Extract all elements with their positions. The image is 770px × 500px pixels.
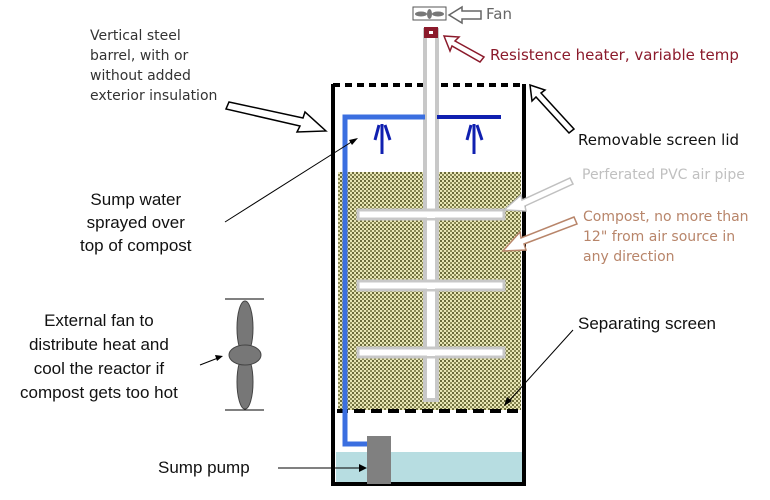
spray-icon-right: [465, 124, 484, 154]
barrel-right-wall: [522, 84, 526, 486]
compost-label: Compost, no more than 12" from air sourc…: [583, 209, 749, 265]
pvc-pipe-label: Perferated PVC air pipe: [582, 167, 745, 183]
external-fan-pointer: [199, 355, 223, 366]
fan-arrow: [447, 5, 482, 25]
pvc-arrow: [502, 177, 575, 212]
spray-pointer: [224, 138, 358, 223]
separating-screen-label: Separating screen: [578, 314, 716, 333]
separating-screen-pointer: [504, 329, 574, 406]
barrel-label: Vertical steel barrel, with or without a…: [90, 28, 218, 104]
external-fan-label: External fan to distribute heat and cool…: [20, 311, 178, 402]
barrel-arrow: [224, 101, 328, 133]
heater-arrow: [442, 35, 486, 63]
sump-pump-pointer: [278, 464, 367, 472]
lid-label: Removable screen lid: [578, 131, 740, 149]
sump-pipe-left: [342, 114, 425, 447]
top-fan-icon: [412, 6, 447, 21]
sump-spray-label: Sump water sprayed over top of compost: [80, 190, 192, 255]
barrel-bottom: [331, 482, 526, 486]
sump-pump-icon: [367, 436, 391, 484]
sump-pump-label: Sump pump: [158, 458, 250, 477]
barrel-left-wall: [331, 84, 335, 486]
heater-label: Resistence heater, variable temp: [490, 46, 739, 64]
air-pipe-branches: [356, 208, 506, 359]
lid-arrow: [529, 83, 576, 135]
fan-label: Fan: [486, 5, 512, 23]
external-fan-icon: [225, 298, 264, 411]
compost-arrow: [501, 216, 578, 252]
spray-icon-left: [373, 124, 392, 154]
